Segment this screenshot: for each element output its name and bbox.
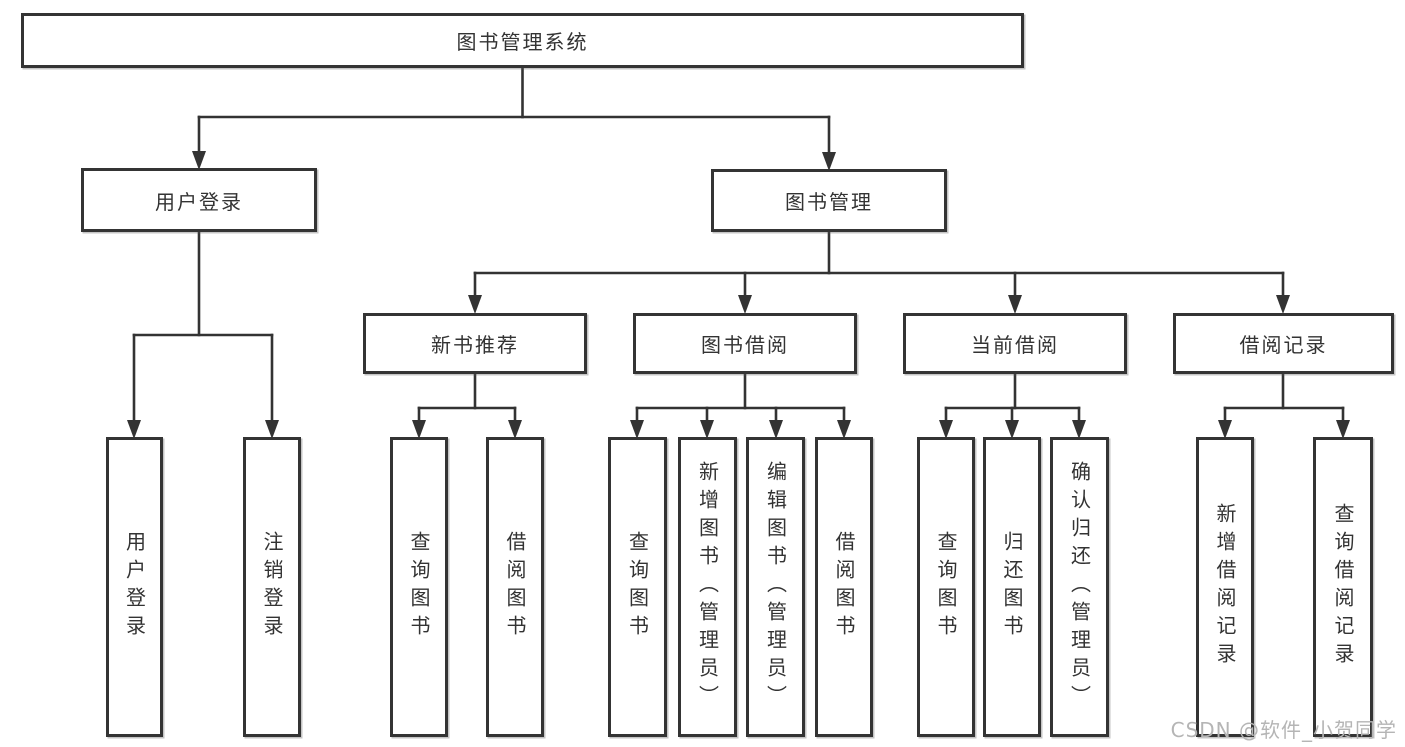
arrow-down-icon [1276, 295, 1290, 314]
arrow-down-icon [700, 420, 714, 439]
leaf-query-books-current: 查询图书 [917, 437, 975, 737]
arrow-down-icon [127, 420, 141, 439]
leaf-add-borrow-record: 新增借阅记录 [1196, 437, 1254, 737]
leaf-label: 查询图书 [407, 531, 431, 643]
leaf-label: 新增图书（管理员） [695, 461, 720, 713]
connector-borrow-records-to-leaves [1218, 372, 1350, 439]
leaf-label: 查询图书 [625, 531, 650, 643]
leaf-label: 归还图书 [1000, 531, 1024, 643]
leaf-return-books: 归还图书 [983, 437, 1041, 737]
leaf-query-books-recommend: 查询图书 [390, 437, 448, 737]
leaf-label: 用户登录 [122, 531, 147, 643]
arrow-down-icon [412, 420, 426, 439]
leaf-query-books-borrow: 查询图书 [608, 437, 667, 737]
node-user-login: 用户登录 [81, 168, 317, 232]
arrow-down-icon [192, 151, 206, 170]
leaf-borrow-books: 借阅图书 [815, 437, 873, 737]
node-book-management: 图书管理 [711, 169, 947, 232]
node-new-book-recommend: 新书推荐 [363, 313, 587, 374]
arrow-down-icon [738, 295, 752, 314]
connector-new-books-to-leaves [412, 372, 522, 439]
csdn-watermark: CSDN @软件_小贺同学 [1170, 718, 1397, 742]
connector-book-borrow-to-leaves [630, 372, 851, 439]
connector-book-mgmt-to-level3 [468, 230, 1290, 314]
arrow-down-icon [1218, 420, 1232, 439]
connector-user-login-to-leaves [127, 230, 279, 439]
arrow-down-icon [837, 420, 851, 439]
arrow-down-icon [939, 420, 953, 439]
arrow-down-icon [265, 420, 279, 439]
leaf-label: 借阅图书 [503, 531, 527, 643]
node-current-borrow: 当前借阅 [903, 313, 1127, 374]
leaf-label: 注销登录 [260, 531, 284, 643]
arrow-down-icon [1005, 420, 1019, 439]
arrow-down-icon [769, 420, 783, 439]
leaf-label: 查询借阅记录 [1331, 503, 1355, 671]
leaf-add-books-admin: 新增图书（管理员） [678, 437, 737, 737]
leaf-query-borrow-record: 查询借阅记录 [1313, 437, 1373, 737]
leaf-label: 编辑图书（管理员） [763, 461, 788, 713]
leaf-label: 新增借阅记录 [1213, 503, 1237, 671]
leaf-label: 查询图书 [934, 531, 958, 643]
node-root: 图书管理系统 [21, 13, 1024, 68]
leaf-user-login: 用户登录 [106, 437, 163, 737]
leaf-edit-books-admin: 编辑图书（管理员） [746, 437, 805, 737]
node-borrow-records: 借阅记录 [1173, 313, 1394, 374]
arrow-down-icon [630, 420, 644, 439]
arrow-down-icon [468, 295, 482, 314]
leaf-label: 确认归还（管理员） [1067, 461, 1092, 713]
arrow-down-icon [822, 152, 836, 171]
leaf-borrow-books-recommend: 借阅图书 [486, 437, 544, 737]
connector-root-to-level2 [192, 66, 836, 171]
arrow-down-icon [1072, 420, 1086, 439]
leaf-logout: 注销登录 [243, 437, 301, 737]
arrow-down-icon [508, 420, 522, 439]
arrow-down-icon [1336, 420, 1350, 439]
leaf-confirm-return-admin: 确认归还（管理员） [1050, 437, 1109, 737]
node-book-borrow: 图书借阅 [633, 313, 857, 374]
leaf-label: 借阅图书 [832, 531, 856, 643]
connector-current-borrow-to-leaves [939, 372, 1086, 439]
arrow-down-icon [1008, 295, 1022, 314]
